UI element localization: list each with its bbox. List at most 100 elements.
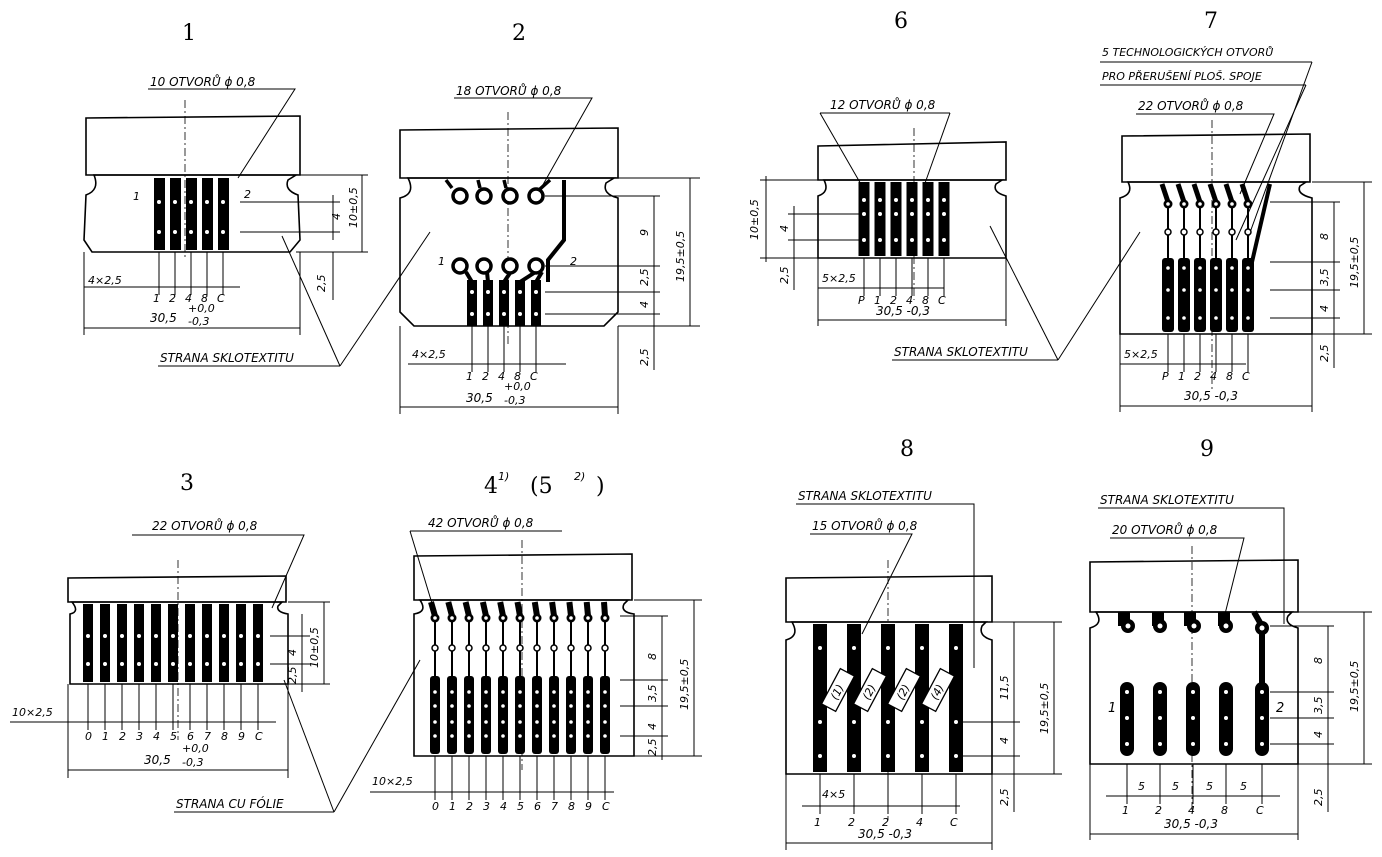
figure-3-width: 30,5 [144,753,171,767]
figure-6-number: 6 [894,9,908,34]
figure-3-side-label: STRANA CU FÓLIE [176,796,284,811]
figure-6-hole [910,198,914,202]
figure-6-hole [862,238,866,242]
figure-7-hole [1214,316,1218,320]
figure-8-hole [886,646,890,650]
figure-4-trace [532,676,542,754]
figure-4-trace [583,676,593,754]
figure-8-component-body [785,575,993,623]
figure-4-dim-4: 4 [646,723,659,730]
figure-1-side-leader-b [339,231,431,367]
figure-2-pin-1: 1 [466,370,473,383]
figure-8-trace [847,624,861,772]
figure-6-hole [926,212,930,216]
figure-6-pin-2: 2 [890,294,897,307]
figure-3-hole [120,662,124,666]
figure-4-hole [586,720,590,724]
figure-3-hole [137,634,141,638]
figure-7-tech-leader-a [1247,61,1313,239]
figure-8-pin-2: 2 [848,816,855,829]
figure-6-trace [890,182,902,256]
figure-9-mark-1: 1 [1108,701,1116,716]
figure-3-hole [256,662,260,666]
figure-3-pin-5: 5 [170,730,177,743]
figure-9-width: 30,5 -0,3 [1164,817,1218,831]
figure-7-pitch: 5×2,5 [1124,348,1158,361]
figure-2-holes-label: 18 OTVORŮ ϕ 0,8 [456,83,562,98]
figure-6-pin-8: 8 [922,294,929,307]
figure-4-trace [600,676,610,754]
figure-7-hole [1246,316,1250,320]
figure-4-hole [467,690,471,694]
figure-8-right-dims [960,621,1062,812]
figure-4-hole [535,690,539,694]
figure-3-holes-leader [132,534,305,609]
figure-4-hole [433,704,437,708]
figure-8-hole [852,720,856,724]
figure-8-diodes: (1) (2) (2) (4) [820,667,956,713]
figure-6-hole [910,212,914,216]
figure-3-trace [253,604,263,682]
figure-7-holes-label: 22 OTVORŮ ϕ 0,8 [1138,98,1244,113]
figure-7: 7 5 TECHNOLOGICKÝCH OTVORŮ PRO PŘERUŠENÍ… [1100,9,1372,412]
figure-4-hole [518,616,522,620]
figure-9-dim-2-5: 2,5 [1312,789,1325,807]
figure-1-pin-1: 1 [153,292,160,305]
figure-7-hole [1246,288,1250,292]
figure-4-hole [501,616,505,620]
figure-9: 9 STRANA SKLOTEXTITU 20 OTVORŮ ϕ 0,8 [1089,437,1372,840]
figure-1-pin-4: 4 [185,292,192,305]
figure-7-dim-2-5: 2,5 [1318,345,1331,363]
figure-4-hole [501,734,505,738]
figure-6-dim-10: 10±0,5 [748,199,761,240]
figure-7-dim-3-5: 3,5 [1318,269,1331,287]
figure-3-hole [86,634,90,638]
figure-4-hole [431,644,439,652]
figure-4-hole [603,704,607,708]
figure-4-pin-lines [370,756,614,800]
figure-4-hole [569,690,573,694]
figure-4-pin-6: 6 [534,800,541,813]
figure-3-pin-1: 1 [102,730,109,743]
figure-7-hole [1230,288,1234,292]
figure-8-hole [818,646,822,650]
figure-8-dim-19-5: 19,5±0,5 [1038,683,1051,734]
figure-4-hole [467,720,471,724]
figure-2: 2 18 OTVORŮ ϕ 0,8 [399,21,700,414]
figure-3-hole [171,634,175,638]
figure-1-board-outline [83,174,301,253]
figure-8-holes-label: 15 OTVORŮ ϕ 0,8 [812,518,918,533]
figure-4-hole [518,690,522,694]
figure-9-dim-3-5: 3,5 [1312,697,1325,715]
figure-1: 1 10 OTVORŮ ϕ 0,8 1 2 [83,21,431,367]
figure-6-hole [894,198,898,202]
figure-6-hole [926,238,930,242]
figure-8-traces [813,624,963,772]
figure-1-dim-4: 4 [330,213,343,220]
figure-3-pin-8: 8 [221,730,228,743]
figure-4-pitch: 10×2,5 [372,775,413,788]
figure-2-mark-1: 1 [438,255,445,268]
figure-8-trace [949,624,963,772]
figure-2-number: 2 [512,21,526,46]
figure-2-holes-leader [454,97,593,191]
figure-3-hole [154,662,158,666]
figure-2-pin-4: 4 [498,370,505,383]
figure-8-hole [818,720,822,724]
figure-7-hole [1214,202,1218,206]
figure-9-dim-4: 4 [1312,731,1325,738]
figure-4-holes-leader-b [409,530,435,611]
figure-4-pin-2: 2 [466,800,473,813]
figure-3-trace [134,604,144,682]
figure-9-right-dims [1270,611,1372,812]
figure-3-trace [83,604,93,682]
figure-7-tech-leader-b [1235,84,1307,241]
figure-3-dim-10: 10±0,5 [308,627,321,668]
figure-6-holes-leader-c [923,112,951,187]
figure-3: 3 22 OTVORŮ ϕ 0,8 4 10±0,5 2,5 10×2,5 0 … [10,471,421,813]
figure-2-dim-9: 9 [638,229,651,236]
figure-4-hole [552,720,556,724]
figure-7-hole [1214,288,1218,292]
figure-7-pin-c: C [1242,370,1250,383]
